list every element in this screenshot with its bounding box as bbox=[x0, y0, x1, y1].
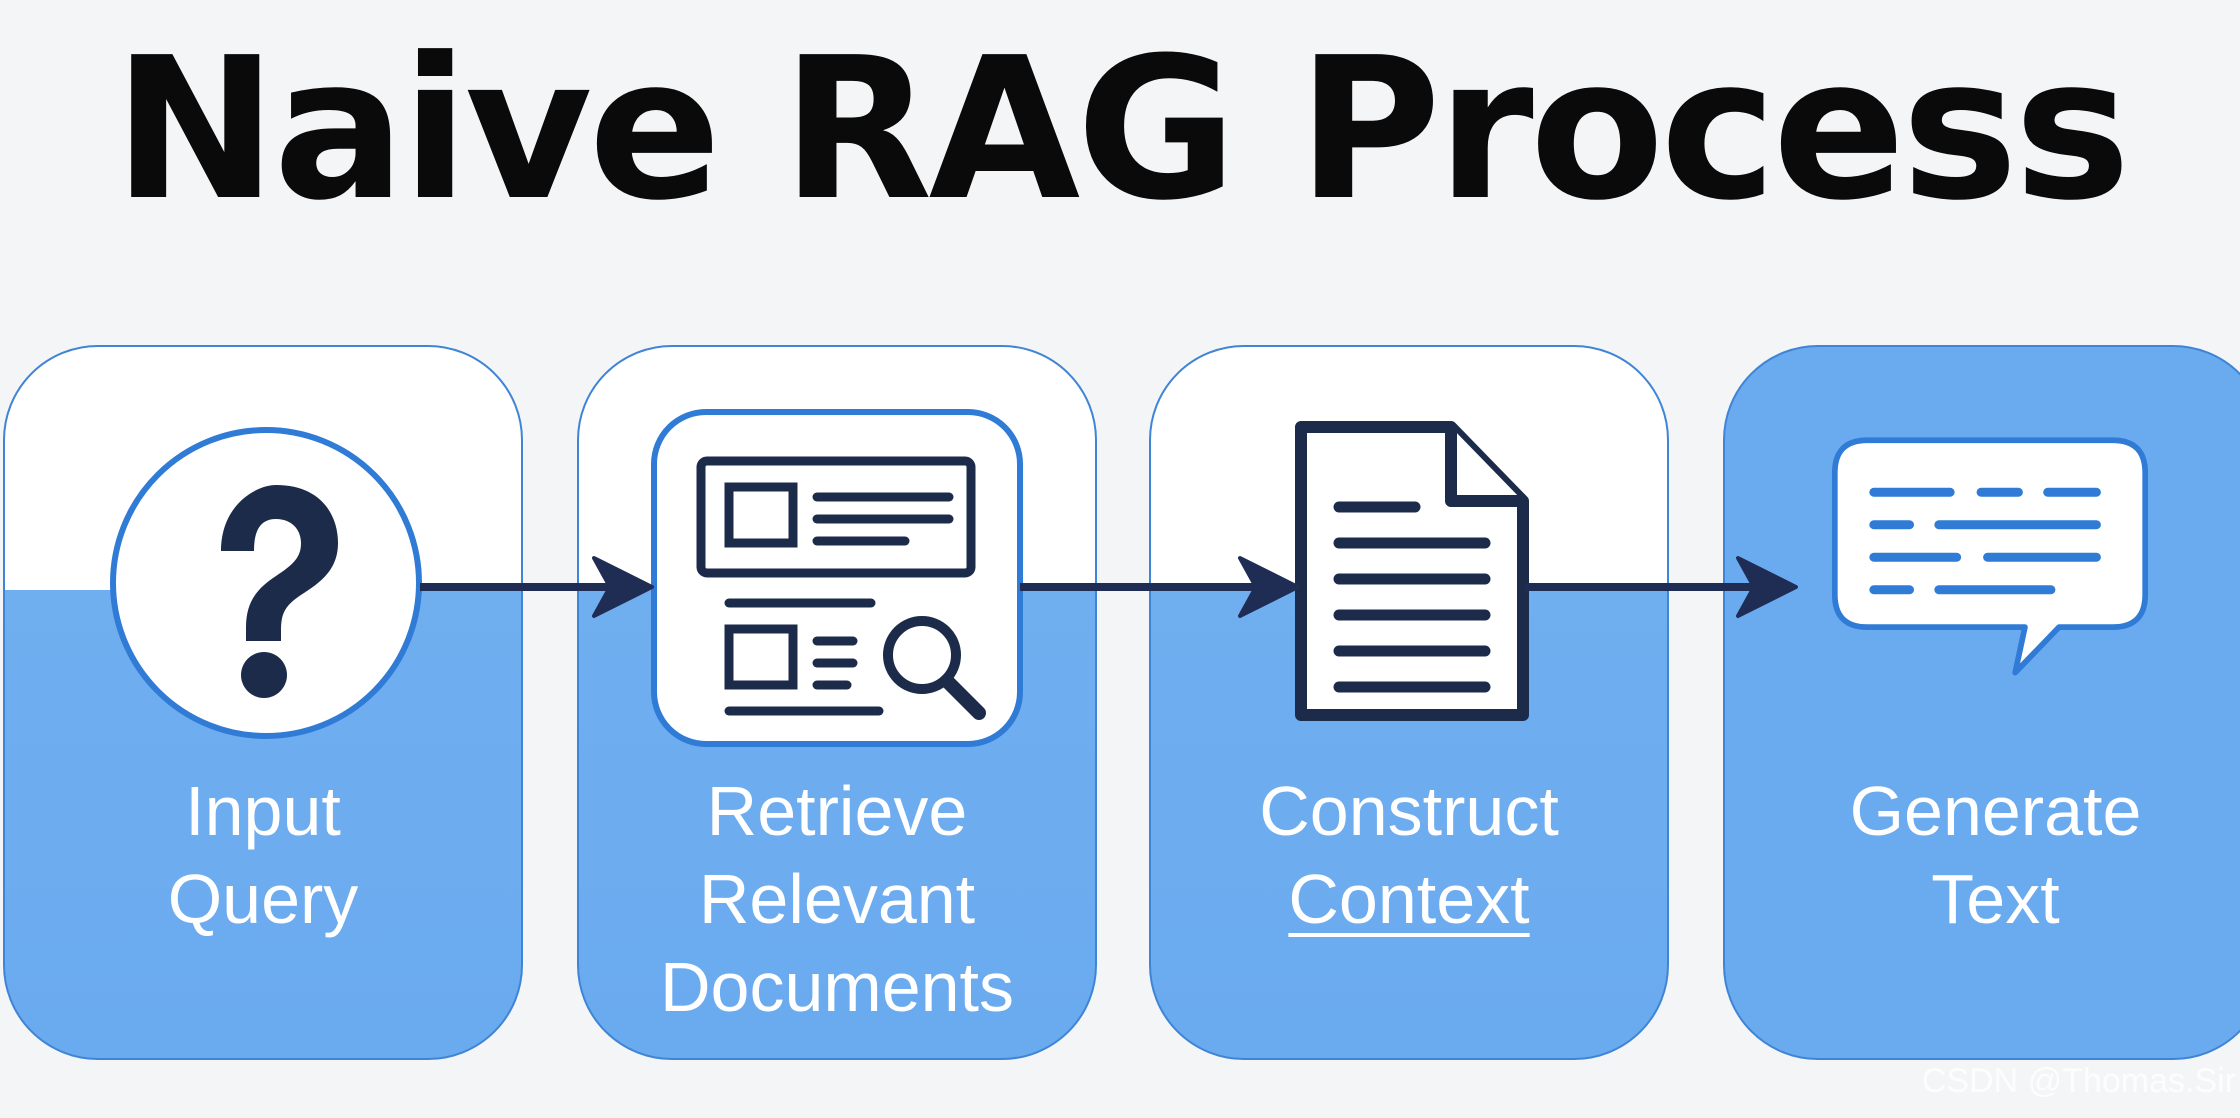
step-label: Retrieve Relevant Documents bbox=[579, 767, 1095, 1031]
step-label-line: Relevant bbox=[698, 860, 976, 938]
step-label-line: Text bbox=[1931, 860, 2060, 938]
document-search-icon bbox=[651, 409, 1023, 747]
step-retrieve-documents: Retrieve Relevant Documents bbox=[577, 345, 1097, 1060]
step-label-line: Retrieve bbox=[706, 772, 968, 850]
question-mark-icon bbox=[110, 427, 422, 739]
step-input-query: Input Query bbox=[3, 345, 523, 1060]
step-label-line: Query bbox=[167, 860, 359, 938]
step-label-line: Construct bbox=[1259, 772, 1559, 850]
step-label-line: Context bbox=[1288, 860, 1530, 938]
chat-bubble-icon bbox=[1795, 437, 2185, 697]
step-generate-text: Generate Text bbox=[1723, 345, 2240, 1060]
step-label: Generate Text bbox=[1725, 767, 2240, 943]
step-label: Construct Context bbox=[1151, 767, 1667, 943]
step-label-line: Input bbox=[185, 772, 341, 850]
watermark: CSDN @Thomas.Sir bbox=[1921, 1062, 2236, 1100]
step-label-line: Generate bbox=[1849, 772, 2142, 850]
step-label: Input Query bbox=[5, 767, 521, 943]
diagram-title: Naive RAG Process bbox=[113, 16, 2131, 244]
text-document-icon bbox=[1291, 415, 1531, 725]
step-construct-context: Construct Context bbox=[1149, 345, 1669, 1060]
step-label-line: Documents bbox=[659, 948, 1015, 1026]
